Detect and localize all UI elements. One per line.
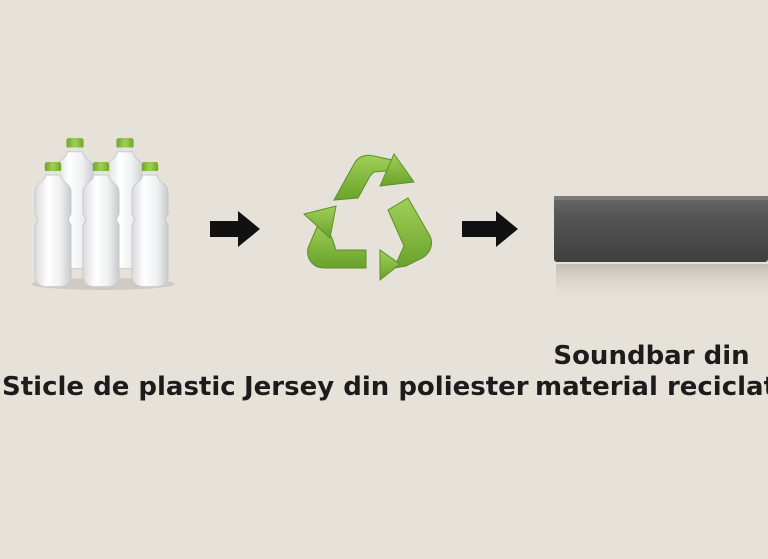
step-label-line: material reciclat: [535, 372, 768, 402]
step-label-plastic-bottles: Sticle de plastic: [2, 372, 236, 402]
arrow-right-icon: [460, 207, 520, 251]
soundbar-icon: [548, 190, 768, 310]
plastic-bottles-icon: [28, 132, 178, 292]
recycle-icon: [296, 150, 441, 290]
step-label-line: Soundbar din: [553, 341, 750, 371]
arrow-right-icon: [208, 207, 262, 251]
step-label-polyester-jersey: Jersey din poliester: [244, 372, 529, 402]
step-label-recycled-soundbar: Soundbar din material reciclat: [535, 341, 768, 403]
